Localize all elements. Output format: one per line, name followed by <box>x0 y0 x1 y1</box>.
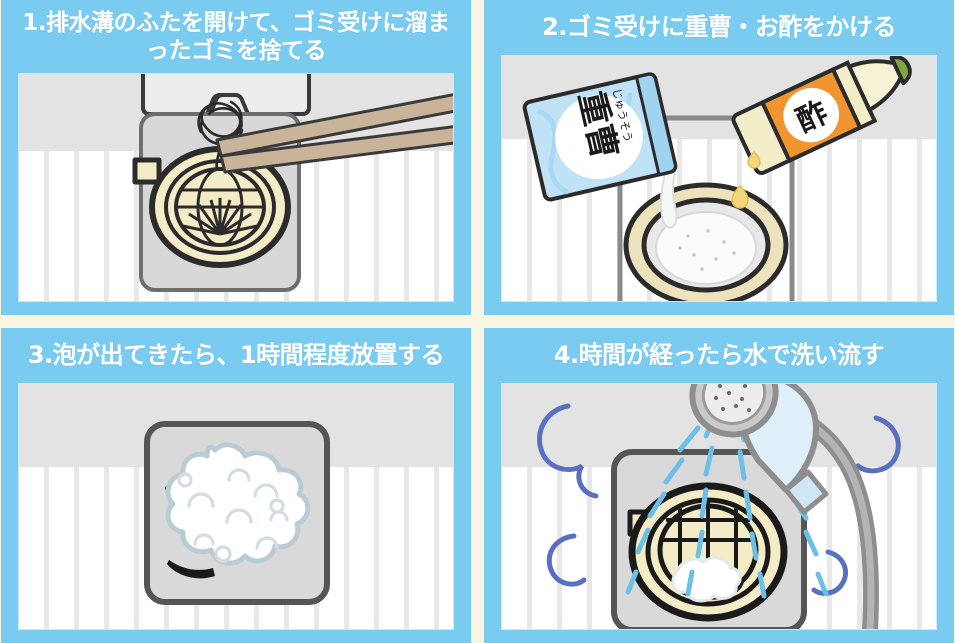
panel-4-title: 4.時間が経ったら水で洗い流す <box>553 341 885 370</box>
panel-step-3: 3.泡が出てきたら、1時間程度放置する <box>1 328 471 643</box>
panel-3-title: 3.泡が出てきたら、1時間程度放置する <box>27 341 445 370</box>
shower-hose-icon <box>796 412 879 629</box>
drain-strainer-icon <box>627 482 788 622</box>
panel-3-illustration <box>19 384 453 629</box>
foam-shadow-detail <box>167 560 215 579</box>
vinegar-drops-icon <box>731 150 761 209</box>
shower-head-icon <box>689 384 829 515</box>
panel-4-illustration <box>502 384 936 629</box>
chopsticks-icon <box>215 93 453 174</box>
drain-strainer-icon <box>623 182 789 301</box>
vinegar-bottle-icon: 酢 <box>731 56 912 175</box>
panel-step-4: 4.時間が経ったら水で洗い流す <box>484 328 954 643</box>
panel-4-artwork <box>502 384 936 629</box>
foam-cloud-icon <box>165 442 311 566</box>
panel-1-title: 1.排水溝のふたを開けて、ゴミ受けに溜まったゴミを捨てる <box>22 9 450 64</box>
panel-2-artwork: 重曹 じゅうそう 酢 <box>502 56 936 301</box>
panel-step-2: 2.ゴミ受けに重曹・お酢をかける <box>484 0 954 315</box>
panel-2-title: 2.ゴミ受けに重曹・お酢をかける <box>542 13 896 42</box>
panel-1-artwork <box>19 74 453 301</box>
baking-soda-bag-icon: 重曹 じゅうそう <box>522 72 678 202</box>
panel-2-illustration: 重曹 じゅうそう 酢 <box>502 56 936 301</box>
swirl-lines-icon <box>537 403 901 596</box>
drain-strainer-icon <box>132 146 291 268</box>
panel-step-1: 1.排水溝のふたを開けて、ゴミ受けに溜まったゴミを捨てる <box>1 0 471 315</box>
baking-soda-pour <box>659 170 678 229</box>
panel-3-artwork <box>19 384 453 629</box>
panel-1-illustration <box>19 74 453 301</box>
